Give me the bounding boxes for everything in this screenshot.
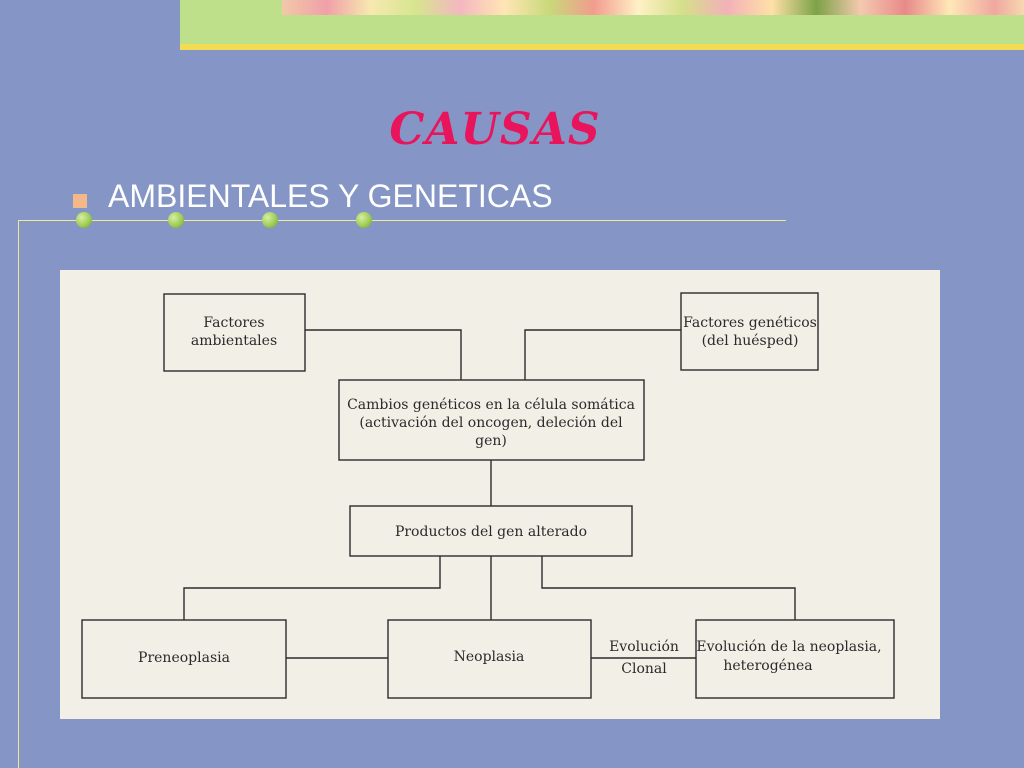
node-cambios-geneticos: Cambios genéticos en la célula somática … — [338, 379, 645, 461]
edge-label-evolucion-clonal: Evolución Clonal — [609, 639, 679, 677]
node-evolucion-heterogenea: Evolución de la neoplasia, heterogénea — [695, 619, 895, 699]
node-productos-gen-alterado: Productos del gen alterado — [349, 505, 633, 557]
node-neoplasia: Neoplasia — [387, 619, 592, 699]
header-flower-image — [282, 0, 1024, 15]
node-factores-geneticos: Factores genéticos (del huésped) — [680, 292, 819, 371]
diagram-figure: Factores ambientales Factores genéticos … — [60, 270, 940, 719]
slide-title: CAUSAS — [389, 104, 601, 155]
edge-ambientales-to-cambios — [305, 329, 462, 380]
divider-dot-icon — [76, 212, 92, 228]
node-label-line: (del huésped) — [702, 333, 799, 349]
divider-dot-icon — [262, 212, 278, 228]
edge-label-line: Evolución — [609, 639, 679, 655]
diagram-connectors — [183, 329, 796, 659]
node-label-line: gen) — [475, 433, 507, 449]
node-label-line: ambientales — [191, 333, 277, 349]
divider-dot-icon — [168, 212, 184, 228]
node-label-line: Factores — [203, 315, 264, 331]
node-label-line: Cambios genéticos en la célula somática — [347, 397, 635, 413]
node-label-line: (activación del oncogen, deleción del — [359, 415, 623, 431]
node-label-line: Neoplasia — [454, 649, 525, 665]
divider-horizontal — [18, 220, 786, 221]
node-label-line: Productos del gen alterado — [395, 524, 587, 540]
header-stripe — [180, 44, 1024, 50]
node-factores-ambientales: Factores ambientales — [163, 293, 306, 372]
node-preneoplasia: Preneoplasia — [81, 619, 287, 699]
edge-geneticos-to-cambios — [524, 329, 681, 380]
node-label-line: Factores genéticos — [683, 315, 817, 331]
edge-productos-to-preneoplasia — [183, 556, 441, 620]
slide-subtitle: AMBIENTALES Y GENETICAS — [108, 178, 553, 214]
divider-vertical — [18, 220, 19, 768]
node-label-line: heterogénea — [723, 658, 812, 674]
node-label-line: Evolución de la neoplasia, — [696, 639, 881, 655]
node-label-line: Preneoplasia — [138, 650, 230, 666]
edge-productos-to-evolucion — [541, 556, 796, 620]
causes-flow-diagram: Factores ambientales Factores genéticos … — [81, 292, 895, 699]
divider-dot-icon — [356, 212, 372, 228]
bullet-square-icon — [73, 194, 87, 208]
edge-label-line: Clonal — [621, 661, 667, 677]
